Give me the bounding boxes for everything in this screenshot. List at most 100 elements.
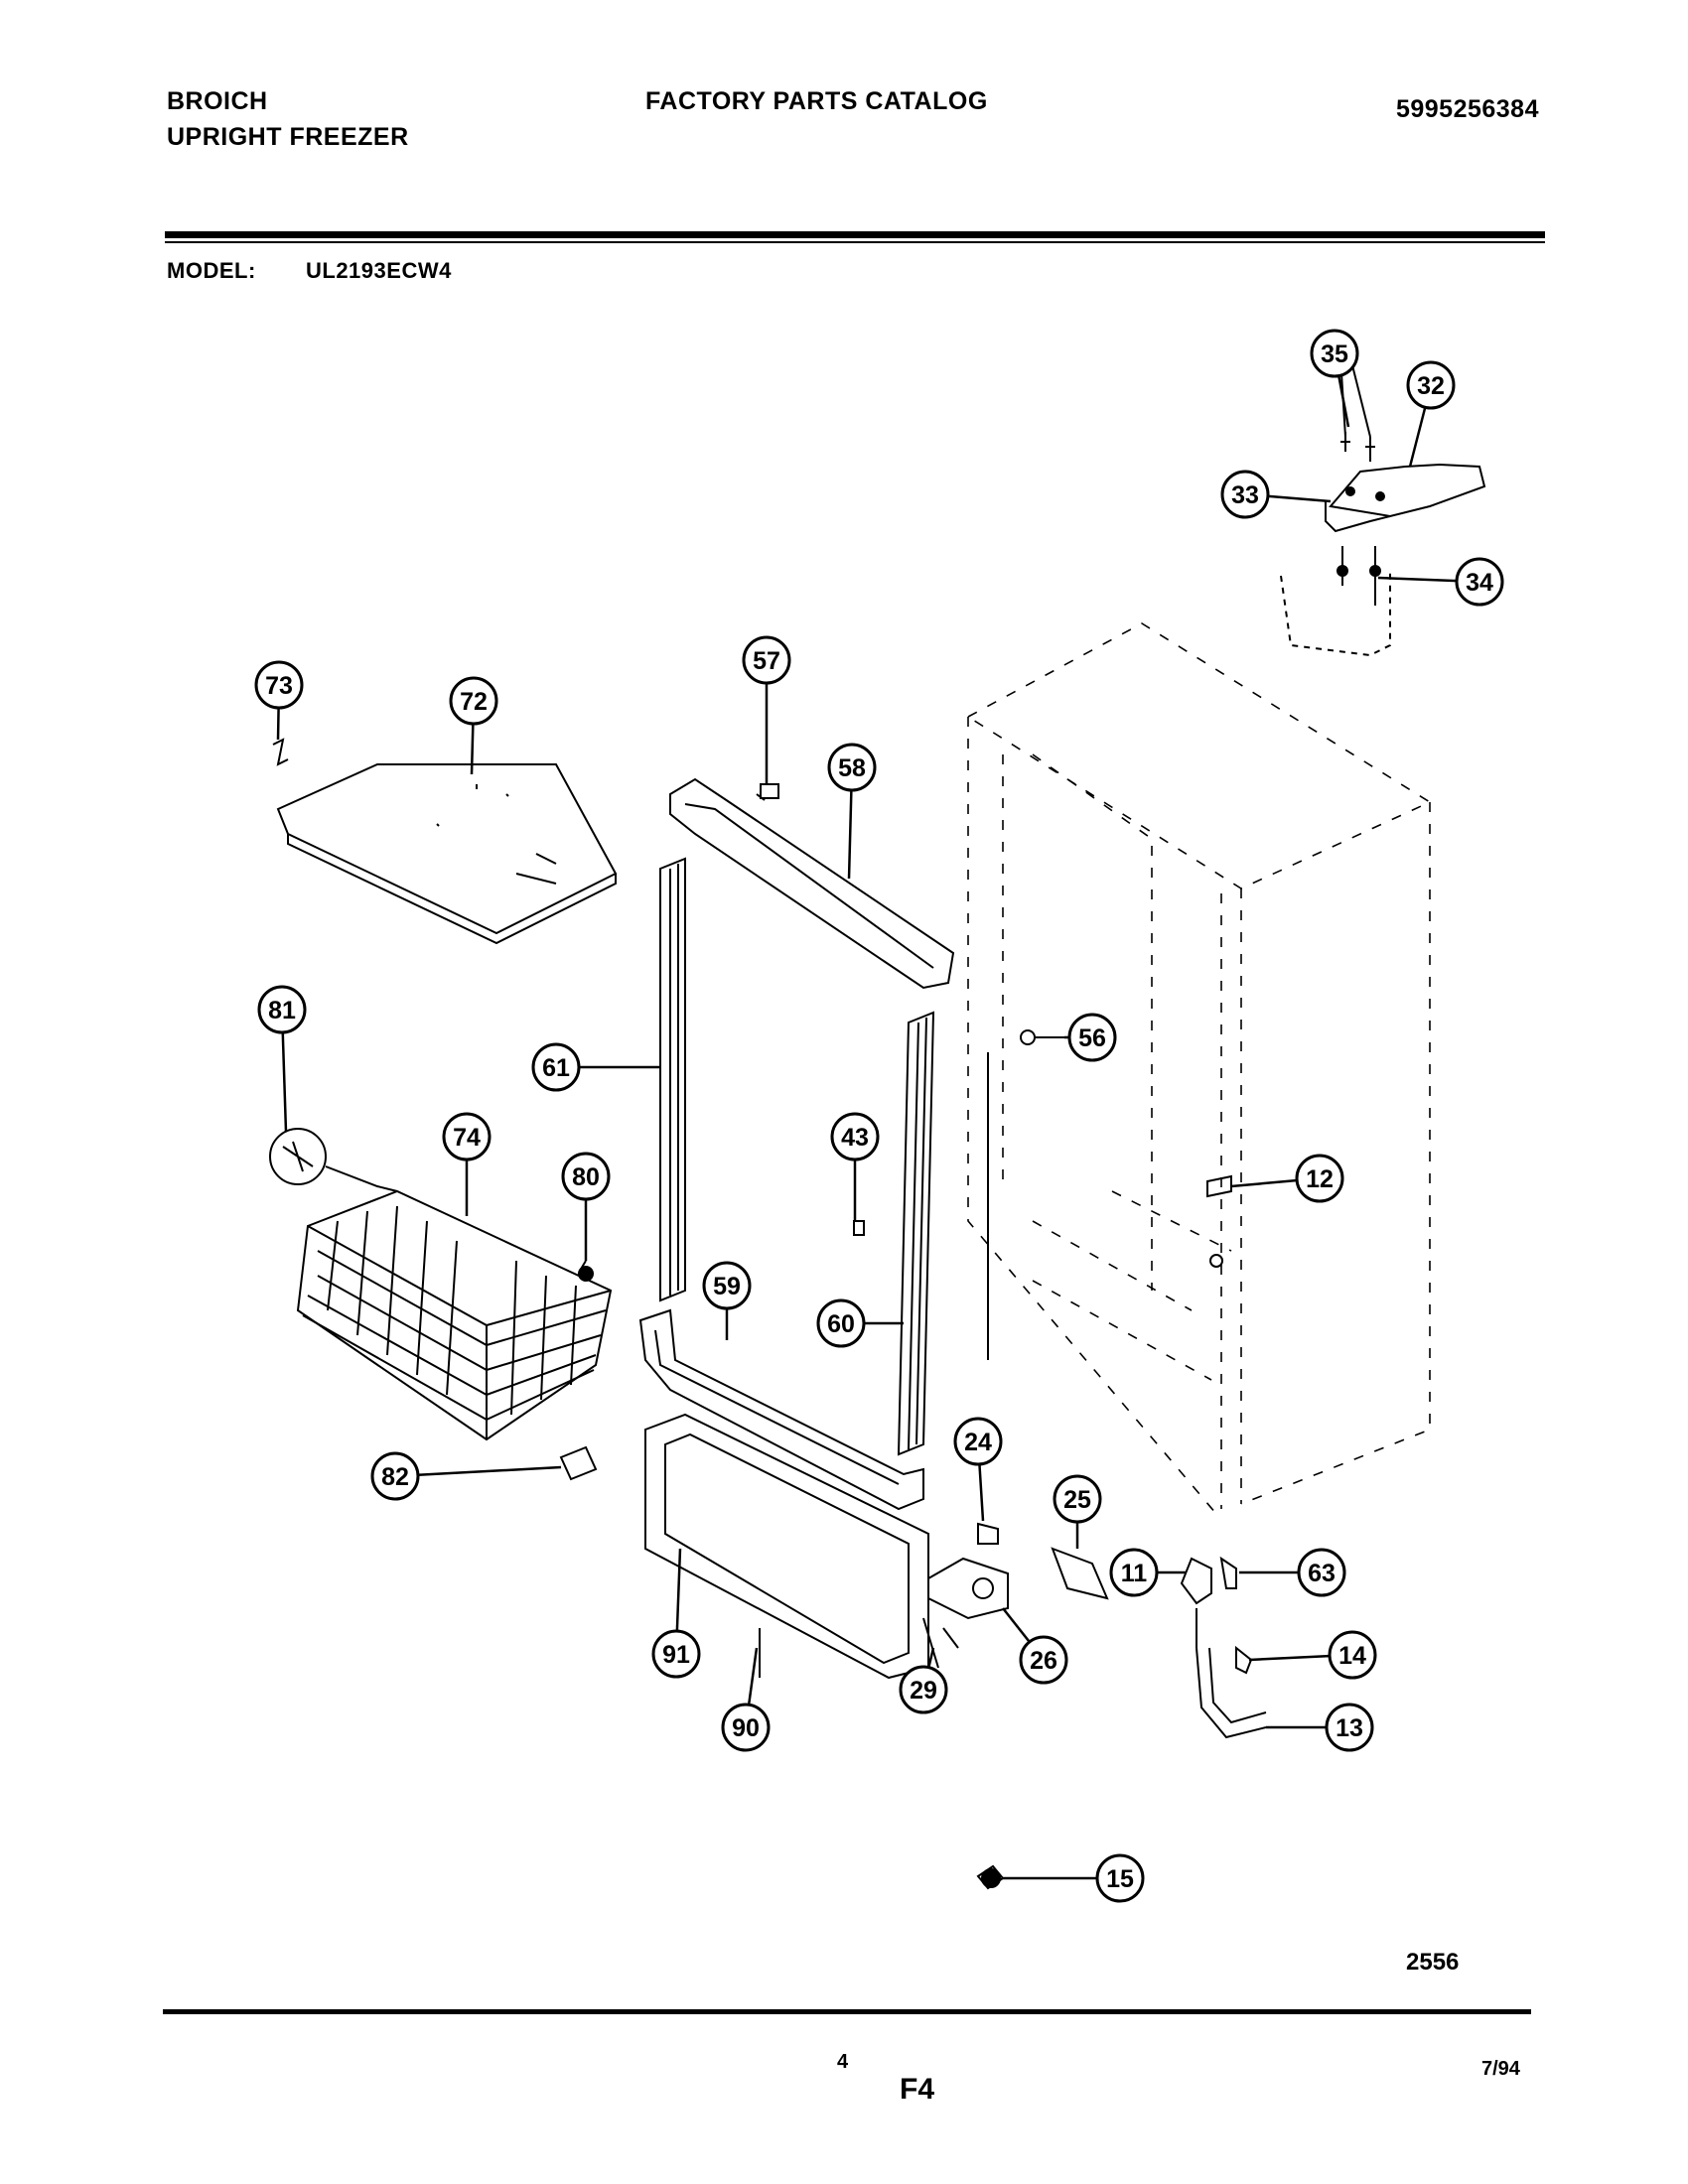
- callout-circle-90: [721, 1703, 771, 1752]
- callout-81: 81: [257, 985, 307, 1133]
- callout-circle-57: [742, 635, 791, 685]
- callout-circle-73: [254, 660, 304, 710]
- callout-11: 11: [1109, 1548, 1187, 1597]
- callout-63: 63: [1239, 1548, 1346, 1597]
- callout-number-81: 81: [268, 997, 296, 1024]
- callout-number-58: 58: [838, 754, 866, 782]
- callout-circle-33: [1220, 470, 1270, 519]
- callout-60: 60: [816, 1298, 904, 1348]
- basket-74: [269, 1128, 613, 1441]
- callout-91: 91: [651, 1548, 701, 1679]
- footer-rule: [163, 2009, 1531, 2014]
- callout-circle-26: [1019, 1635, 1068, 1685]
- callout-circle-80: [561, 1152, 611, 1201]
- callout-circle-56: [1067, 1013, 1117, 1062]
- callout-circle-63: [1297, 1548, 1346, 1597]
- callout-circle-91: [651, 1629, 701, 1679]
- callout-35: 35: [1310, 329, 1359, 428]
- product-type: UPRIGHT FREEZER: [167, 123, 409, 151]
- callout-73: 73: [254, 660, 304, 741]
- callout-43: 43: [830, 1112, 880, 1221]
- gasket-61: [659, 857, 686, 1302]
- callout-circle-25: [1053, 1474, 1102, 1524]
- callout-number-63: 63: [1308, 1560, 1336, 1587]
- brand-name: BROICH: [167, 87, 268, 115]
- callout-number-57: 57: [753, 647, 780, 675]
- callout-24: 24: [953, 1417, 1003, 1522]
- callout-59: 59: [702, 1261, 752, 1340]
- callout-number-73: 73: [265, 672, 293, 700]
- callout-57: 57: [742, 635, 791, 784]
- small-parts: [559, 783, 1267, 1890]
- callout-circle-35: [1310, 329, 1359, 378]
- callout-13: 13: [1266, 1703, 1374, 1752]
- callout-circle-13: [1325, 1703, 1374, 1752]
- callout-15: 15: [1003, 1853, 1145, 1903]
- catalog-title: FACTORY PARTS CATALOG: [645, 87, 988, 115]
- callout-number-91: 91: [662, 1641, 690, 1669]
- callout-number-90: 90: [732, 1714, 760, 1742]
- callout-number-72: 72: [460, 688, 488, 716]
- callout-90: 90: [721, 1647, 771, 1752]
- page-number: 4: [837, 2051, 849, 2073]
- callout-number-80: 80: [572, 1163, 600, 1191]
- callout-number-11: 11: [1121, 1560, 1148, 1587]
- callout-number-82: 82: [381, 1463, 409, 1491]
- callout-29: 29: [899, 1647, 948, 1714]
- callout-circle-34: [1455, 557, 1504, 607]
- callout-26: 26: [1002, 1607, 1068, 1685]
- callout-14: 14: [1248, 1630, 1377, 1680]
- gasket-60: [897, 1011, 935, 1456]
- callout-circle-58: [827, 743, 877, 792]
- callout-number-56: 56: [1078, 1024, 1106, 1052]
- callout-number-24: 24: [964, 1429, 992, 1456]
- callout-circle-15: [1095, 1853, 1145, 1903]
- callout-number-35: 35: [1321, 341, 1348, 368]
- callout-58: 58: [827, 743, 877, 880]
- callout-circle-81: [257, 985, 307, 1034]
- revision-date: 7/94: [1481, 2058, 1520, 2080]
- callout-circle-12: [1295, 1154, 1344, 1203]
- cabinet-outline: [966, 622, 1432, 1515]
- callout-number-25: 25: [1063, 1486, 1091, 1514]
- catalog-part-number: 5995256384: [1395, 95, 1539, 123]
- shelf-72: [272, 738, 618, 945]
- callout-33: 33: [1220, 470, 1332, 519]
- callout-34: 34: [1377, 557, 1504, 607]
- callout-56: 56: [1064, 1013, 1117, 1062]
- callout-number-43: 43: [841, 1124, 869, 1152]
- callout-number-26: 26: [1030, 1647, 1057, 1675]
- callout-number-34: 34: [1466, 569, 1493, 597]
- callout-circle-24: [953, 1417, 1003, 1466]
- callout-12: 12: [1230, 1154, 1344, 1203]
- model-label: MODEL:: [167, 258, 256, 283]
- callout-circle-11: [1109, 1548, 1159, 1597]
- callout-number-32: 32: [1417, 372, 1445, 400]
- callout-32: 32: [1406, 360, 1456, 468]
- callout-circle-72: [449, 676, 498, 726]
- callout-number-61: 61: [542, 1054, 570, 1082]
- callout-circle-61: [531, 1042, 581, 1092]
- callout-80: 80: [561, 1152, 611, 1261]
- callout-circle-29: [899, 1665, 948, 1714]
- callout-number-15: 15: [1106, 1865, 1134, 1893]
- top-hinge: [1280, 356, 1486, 657]
- gasket-58: [669, 777, 955, 990]
- callout-number-60: 60: [827, 1310, 855, 1338]
- callout-number-14: 14: [1338, 1642, 1366, 1670]
- callout-61: 61: [531, 1042, 660, 1092]
- callout-circle-43: [830, 1112, 880, 1161]
- callout-number-29: 29: [910, 1677, 937, 1705]
- callout-number-59: 59: [713, 1273, 741, 1300]
- callout-circle-59: [702, 1261, 752, 1310]
- callout-circle-14: [1328, 1630, 1377, 1680]
- model-number: UL2193ECW4: [306, 258, 452, 283]
- diagram-number: 2556: [1406, 1949, 1460, 1976]
- callout-82: 82: [370, 1451, 562, 1501]
- header-rule: [165, 231, 1545, 238]
- callout-74: 74: [442, 1112, 492, 1216]
- callout-25: 25: [1053, 1474, 1102, 1549]
- callout-number-13: 13: [1336, 1714, 1363, 1742]
- header-rule-thin: [165, 241, 1545, 243]
